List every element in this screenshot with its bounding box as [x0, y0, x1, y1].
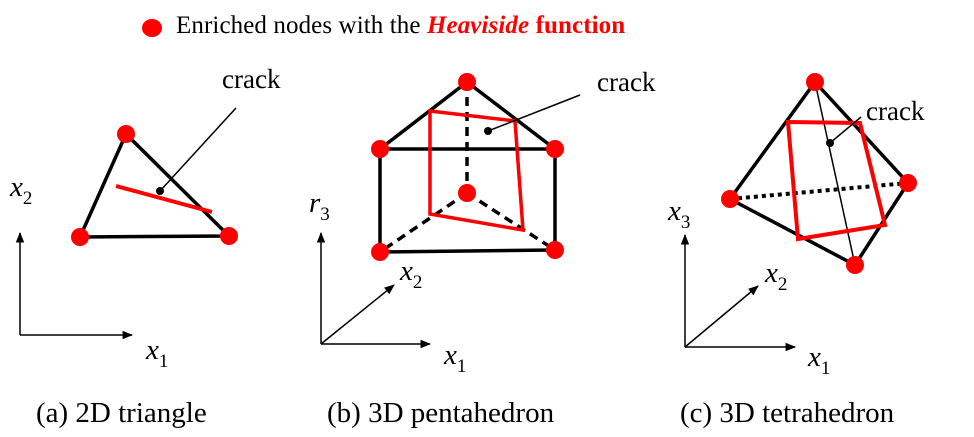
crack-label: crack — [222, 64, 281, 94]
x1-axis-label: x1 — [145, 334, 168, 372]
crack-leader-line — [487, 94, 581, 132]
triangle-element — [77, 130, 234, 239]
hidden-edge — [729, 181, 909, 201]
enriched-node — [458, 184, 476, 202]
legend: Enriched nodes with the Heaviside functi… — [142, 8, 625, 44]
edge — [378, 80, 469, 151]
enriched-node — [546, 241, 564, 259]
axes-2d: x2 x1 — [9, 171, 168, 372]
crack-plane — [785, 119, 888, 242]
x2-axis-arrow — [320, 284, 395, 345]
x3-axis-label: x3 — [667, 195, 690, 233]
edge — [379, 248, 556, 254]
crack-point — [156, 187, 164, 195]
enriched-node-marker — [142, 19, 162, 37]
legend-heaviside: Heaviside — [426, 12, 530, 39]
x1-axis-label: x1 — [443, 339, 466, 377]
enriched-node — [371, 140, 389, 158]
crack-point — [826, 139, 834, 147]
axes-3d: x3 x2 x1 — [667, 195, 830, 379]
crack-label: crack — [597, 67, 656, 97]
enriched-node — [220, 227, 238, 245]
enriched-node — [71, 228, 89, 246]
x2-axis-arrow — [684, 285, 759, 348]
enriched-node — [721, 190, 739, 208]
panel-c-tetrahedron: crack x3 x2 x1 (c) 3D tetrahedron — [667, 73, 925, 429]
caption-a: (a) 2D triangle — [36, 397, 207, 429]
hidden-edge — [379, 191, 468, 254]
x2-axis-label: x2 — [9, 171, 32, 209]
legend-text: Enriched nodes with the Heaviside functi… — [176, 12, 625, 40]
legend-function-word: function — [535, 12, 626, 39]
caption-b: (b) 3D pentahedron — [327, 397, 555, 429]
panel-b-pentahedron: crack r3 x2 x1 (b) 3D pentahedron — [309, 67, 656, 429]
inner-edge — [814, 81, 856, 266]
enriched-node — [458, 73, 476, 91]
enriched-node — [546, 140, 564, 158]
enriched-node — [899, 174, 917, 192]
edge — [728, 80, 817, 201]
caption-c: (c) 3D tetrahedron — [680, 397, 895, 429]
enriched-node — [117, 125, 135, 143]
edge — [465, 80, 557, 151]
r3-axis-label: r3 — [309, 187, 330, 225]
x2-axis-label: x2 — [764, 257, 787, 295]
axes-3d: r3 x2 x1 — [309, 187, 466, 377]
enriched-node — [846, 256, 864, 274]
panel-a-triangle: crack x2 x1 (a) 2D triangle — [9, 64, 281, 429]
crack-leader-line — [829, 116, 862, 144]
crack-label: crack — [866, 96, 925, 126]
edge — [729, 197, 856, 267]
crack-point — [484, 127, 492, 135]
crack-plane — [428, 109, 525, 233]
x1-axis-label: x1 — [807, 341, 830, 379]
crack-leader-line — [159, 107, 237, 192]
crack-line — [115, 184, 213, 214]
enriched-node — [371, 243, 389, 261]
hidden-edge — [466, 191, 556, 252]
x2-axis-label: x2 — [399, 255, 422, 293]
enriched-node — [806, 73, 824, 91]
legend-prefix: Enriched nodes with the — [176, 12, 427, 39]
